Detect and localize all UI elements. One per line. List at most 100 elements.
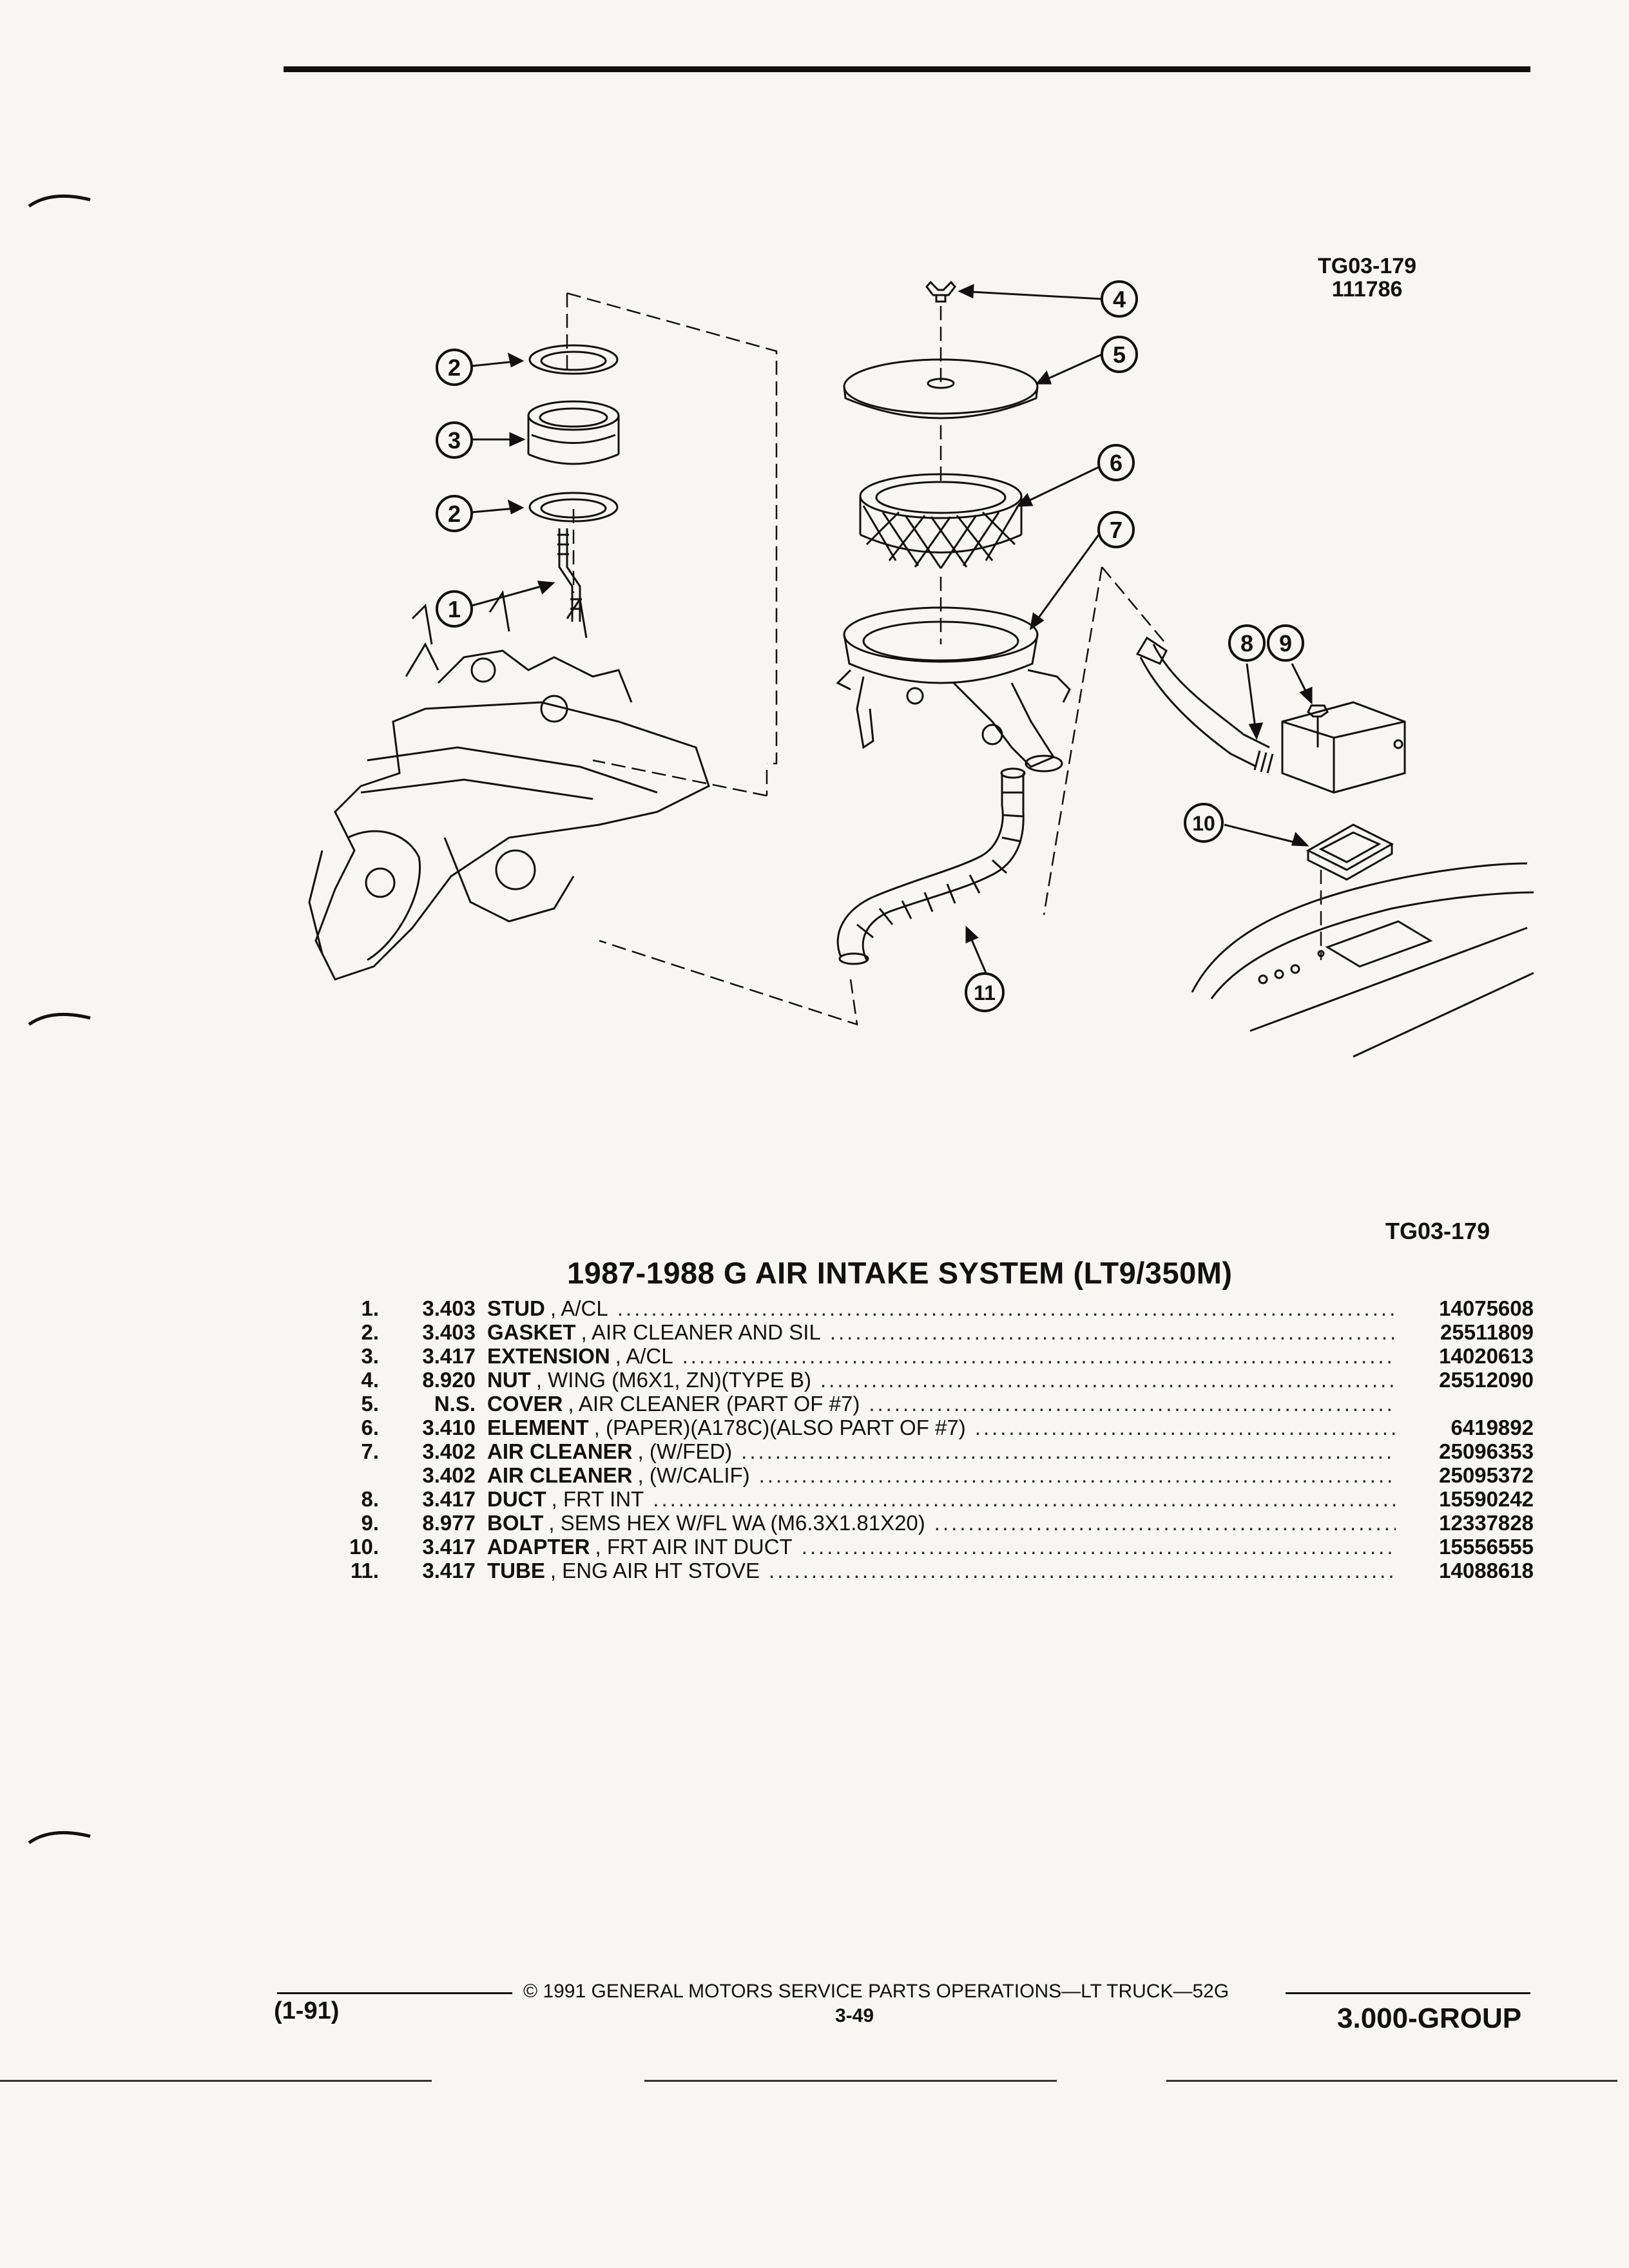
part-number: 12337828	[1439, 1511, 1534, 1535]
item-number: 1.	[361, 1296, 379, 1320]
group-number: 3.403	[422, 1320, 476, 1344]
svg-text:2: 2	[448, 501, 461, 527]
revision-date: (1-91)	[274, 1997, 340, 2024]
part-number: 15590242	[1439, 1487, 1534, 1511]
group-label: 3.000-GROUP	[1337, 2003, 1522, 2034]
part-description: , A/CL	[615, 1344, 673, 1368]
part-name: GASKET	[487, 1320, 576, 1344]
svg-text:11: 11	[974, 981, 996, 1004]
parts-row: 7. 3.402 AIR CLEANER , (W/FED) 25096353	[335, 1439, 1534, 1463]
parts-row: 11. 3.417 TUBE , ENG AIR HT STOVE 140886…	[335, 1559, 1534, 1582]
part-name: COVER	[487, 1392, 563, 1416]
parts-row: 5. N.S. COVER , AIR CLEANER (PART OF #7)	[335, 1392, 1534, 1416]
part-description: , SEMS HEX W/FL WA (M6.3X1.81X20)	[548, 1511, 925, 1535]
part-number: 14020613	[1439, 1344, 1534, 1368]
item-number: 10.	[349, 1535, 379, 1559]
figure-id: TG03-179 111786	[1318, 255, 1416, 301]
svg-text:9: 9	[1279, 630, 1292, 657]
part-description: , WING (M6X1, ZN)(TYPE B)	[535, 1368, 812, 1392]
callout-8: 8	[1228, 624, 1266, 662]
group-number: N.S.	[434, 1392, 476, 1416]
leader-dots	[741, 1439, 1396, 1463]
front-intake-duct-part-8	[1135, 636, 1274, 774]
item-number: 11.	[350, 1559, 379, 1582]
callout-9: 9	[1267, 624, 1304, 662]
footer-rule-left	[277, 1992, 512, 1994]
callout-6: 6	[1097, 444, 1135, 481]
leader-dots	[653, 1487, 1396, 1511]
group-number: 3.417	[422, 1535, 476, 1559]
leader-dots	[769, 1559, 1396, 1582]
leader-dots	[869, 1392, 1396, 1416]
exploded-parts-diagram: 2 3 2 1 4 5 6 7 8 9 10 11	[308, 280, 1534, 1058]
callout-5: 5	[1101, 336, 1138, 373]
svg-text:10: 10	[1192, 812, 1215, 835]
top-rule	[284, 66, 1530, 72]
parts-row: 1. 3.403 STUD , A/CL 14075608	[335, 1296, 1534, 1320]
part-description: , A/CL	[550, 1296, 608, 1320]
group-number: 3.410	[422, 1416, 476, 1439]
parts-row: 8. 3.417 DUCT , FRT INT 15590242	[335, 1487, 1534, 1511]
part-description: , AIR CLEANER AND SIL	[581, 1320, 821, 1344]
item-number: 4.	[361, 1368, 379, 1392]
part-number: 15556555	[1439, 1535, 1534, 1559]
group-number: 3.403	[422, 1296, 476, 1320]
leader-dots	[820, 1368, 1396, 1392]
section-title: 1987-1988 G AIR INTAKE SYSTEM (LT9/350M)	[567, 1256, 1233, 1290]
svg-text:4: 4	[1113, 286, 1126, 312]
stove-tube-part-11	[836, 767, 1026, 965]
group-number: 3.417	[422, 1559, 476, 1582]
svg-text:8: 8	[1240, 630, 1253, 657]
parts-list: 1. 3.403 STUD , A/CL 14075608 2. 3.403 G…	[335, 1296, 1534, 1582]
callout-2-upper: 2	[436, 349, 473, 386]
parts-row: 2. 3.403 GASKET , AIR CLEANER AND SIL 25…	[335, 1320, 1534, 1344]
part-number: 25512090	[1439, 1368, 1534, 1392]
scan-mark	[28, 1831, 91, 1845]
part-description: , (W/CALIF)	[637, 1463, 750, 1487]
figure-id-code: TG03-179	[1318, 254, 1417, 278]
callout-3: 3	[436, 421, 473, 459]
callout-1: 1	[436, 590, 473, 628]
part-name: ADAPTER	[487, 1535, 590, 1559]
svg-text:2: 2	[448, 354, 461, 381]
bottom-rule-middle	[644, 2080, 1057, 2082]
callout-11: 11	[965, 972, 1005, 1012]
leader-dots	[682, 1344, 1396, 1368]
svg-text:1: 1	[448, 596, 461, 622]
part-number: 25511809	[1440, 1320, 1534, 1344]
item-number: 8.	[361, 1487, 379, 1511]
assembly-guide-lines	[566, 292, 1322, 1026]
part-name: BOLT	[487, 1511, 544, 1535]
part-description: , (W/FED)	[637, 1439, 733, 1463]
svg-text:3: 3	[448, 427, 461, 454]
leader-dots	[759, 1463, 1396, 1487]
leader-dots	[802, 1535, 1396, 1559]
part-number: 14088618	[1439, 1559, 1534, 1582]
callout-leaders	[471, 284, 1313, 974]
air-cleaner-cover-part-5	[843, 358, 1039, 419]
svg-text:7: 7	[1110, 517, 1123, 543]
copyright-notice: © 1991 GENERAL MOTORS SERVICE PARTS OPER…	[523, 1981, 1229, 2002]
part-name: EXTENSION	[487, 1344, 610, 1368]
part-number: 25095372	[1439, 1463, 1534, 1487]
callout-4: 4	[1101, 280, 1138, 318]
svg-text:5: 5	[1113, 341, 1126, 368]
part-name: DUCT	[487, 1487, 546, 1511]
gasket-part-2-lower	[528, 492, 619, 523]
wing-nut-part-4	[925, 280, 956, 303]
part-number: 6419892	[1451, 1416, 1534, 1439]
parts-row: 9. 8.977 BOLT , SEMS HEX W/FL WA (M6.3X1…	[335, 1511, 1534, 1535]
leader-dots	[975, 1416, 1396, 1439]
part-name: AIR CLEANER	[487, 1463, 633, 1487]
group-number: 3.417	[422, 1487, 476, 1511]
item-number: 6.	[361, 1416, 379, 1439]
leader-dots	[934, 1511, 1396, 1535]
parts-row: 10. 3.417 ADAPTER , FRT AIR INT DUCT 155…	[335, 1535, 1534, 1559]
part-description: , (PAPER)(A178C)(ALSO PART OF #7)	[593, 1416, 966, 1439]
part-name: NUT	[487, 1368, 531, 1392]
group-number: 8.977	[422, 1511, 476, 1535]
callout-2-lower: 2	[436, 495, 473, 532]
callout-10: 10	[1184, 803, 1224, 843]
scan-mark	[28, 194, 91, 208]
stud-part-1	[557, 528, 582, 622]
